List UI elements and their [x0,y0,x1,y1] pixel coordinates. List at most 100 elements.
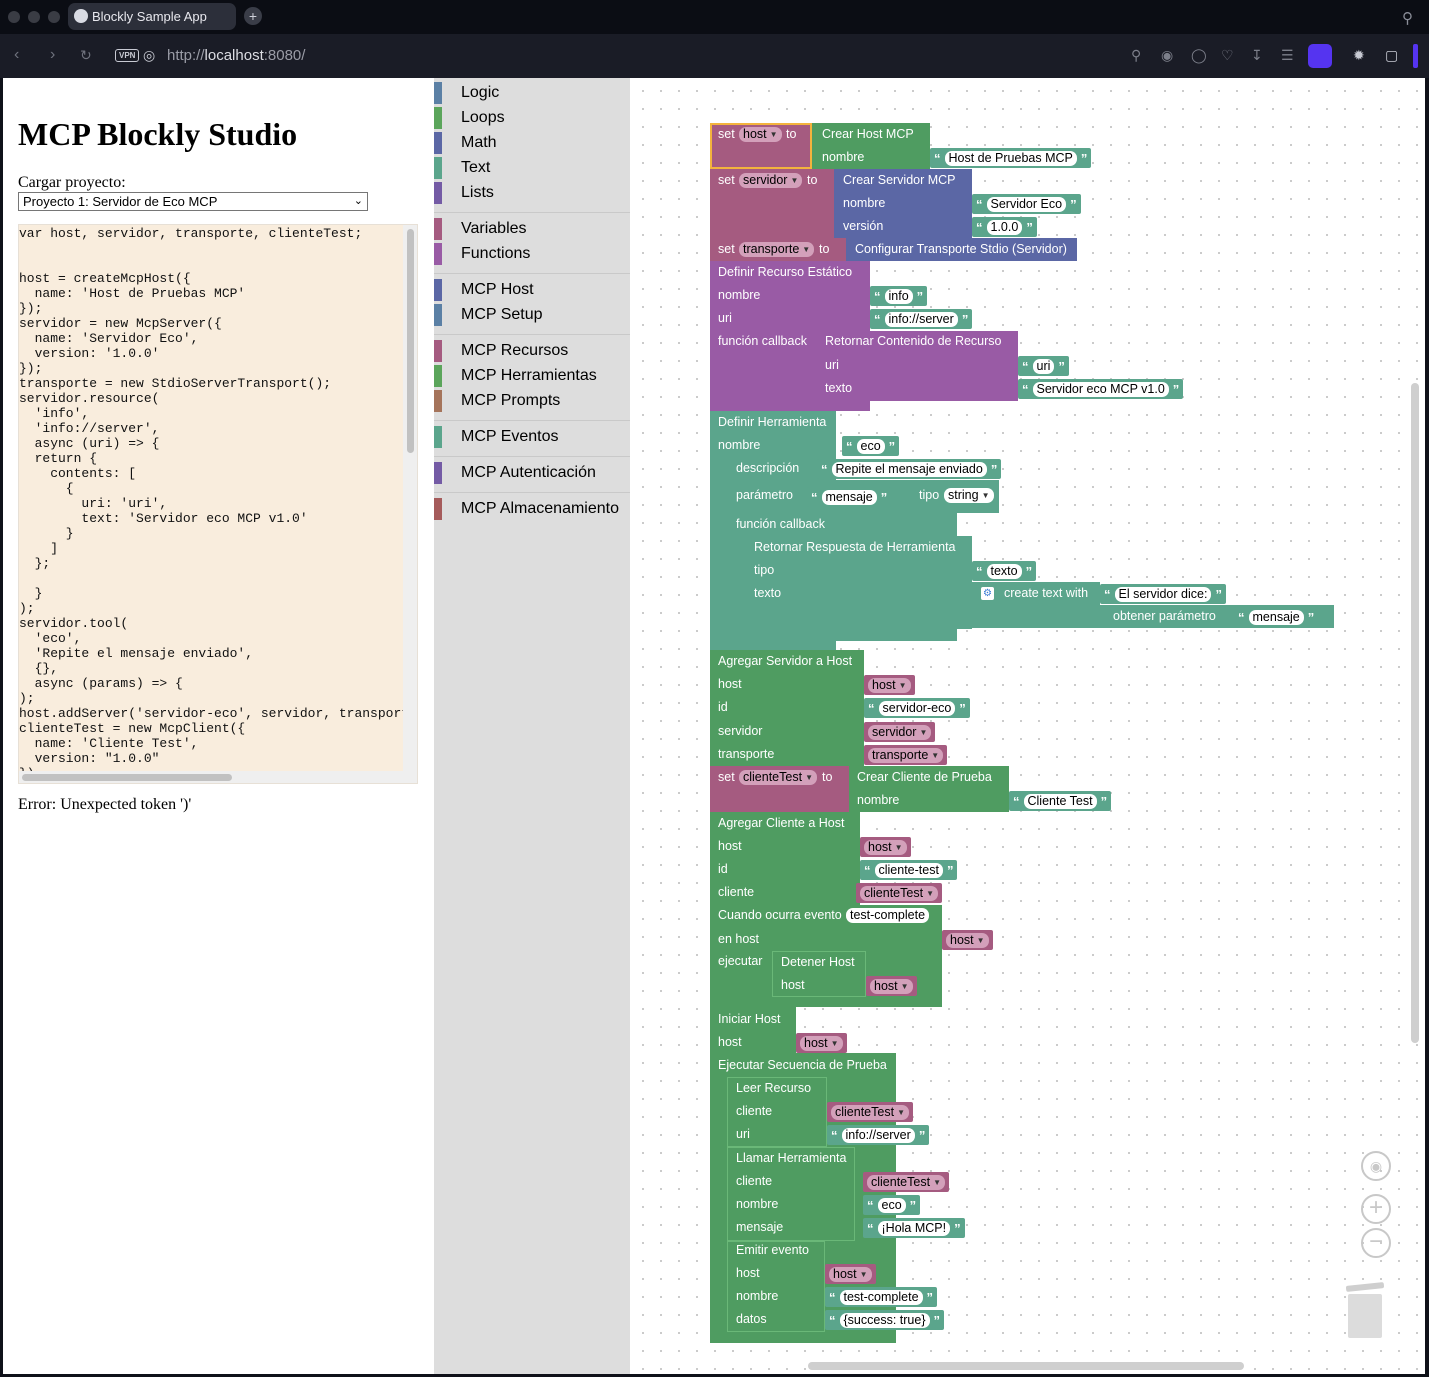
reload-icon[interactable]: ↻ [80,47,92,63]
text-literal-value[interactable]: 1.0.0 [986,219,1023,235]
text-literal-value[interactable]: servidor-eco [878,700,956,716]
variable-get-block[interactable]: clienteTest▼ [827,1102,913,1122]
toolbox-category-mcp-autenticaci-n[interactable]: MCP Autenticación [434,462,630,484]
toolbox-category-mcp-setup[interactable]: MCP Setup [434,304,630,326]
param-type-dropdown[interactable]: string▼ [944,488,994,503]
variable-get-block[interactable]: host▼ [942,930,993,950]
variable-dropdown[interactable]: host▼ [864,839,907,855]
camera-icon[interactable]: ◉ [1161,47,1174,63]
resource-name-literal[interactable]: “info” [870,286,928,306]
site-info-icon[interactable]: ◎ [143,47,156,63]
extension-icon[interactable]: ✹ [1353,47,1365,63]
toolbox-category-logic[interactable]: Logic [434,82,630,104]
emitir-evento-block[interactable] [727,1241,825,1332]
variable-get-block[interactable]: clienteTest▼ [856,883,942,903]
url-field[interactable]: http://localhost:8080/ [167,47,305,64]
response-type-literal[interactable]: “texto” [972,561,1037,581]
code-vertical-scrollbar[interactable] [407,229,414,453]
text-literal-value[interactable]: texto [986,563,1022,579]
crear-host-block[interactable] [812,123,930,146]
variable-get-block[interactable]: host▼ [860,837,911,857]
text-literal-value[interactable]: ¡Hola MCP! [877,1220,951,1236]
obtener-param-literal[interactable]: “mensaje” [1234,607,1319,627]
code-horizontal-scrollbar[interactable] [22,774,232,781]
variable-dropdown[interactable]: host▼ [870,978,913,994]
variable-get-block[interactable]: transporte▼ [864,745,948,765]
text-literal-value[interactable]: test-complete [839,1289,923,1305]
call-tool-literal[interactable]: “eco” [863,1195,921,1215]
variable-get-block[interactable]: clienteTest▼ [863,1172,949,1192]
param-name-literal[interactable]: “mensaje” [807,487,892,507]
toolbox-category-math[interactable]: Math [434,132,630,154]
set-host-variable[interactable]: host▼ [739,127,782,142]
variable-dropdown[interactable]: host▼ [946,932,989,948]
agregar-cliente-block[interactable] [710,812,860,905]
search-icon[interactable]: ⚲ [1402,10,1413,27]
cuando-evento-bottom[interactable] [710,998,942,1007]
emit-name-literal[interactable]: “test-complete” [825,1287,938,1307]
cube-icon[interactable]: ▢ [1385,47,1399,63]
text-literal-value[interactable]: Host de Pruebas MCP [944,150,1077,166]
text-literal-value[interactable]: Servidor eco MCP v1.0 [1032,381,1169,397]
text-literal-value[interactable]: El servidor dice: [1114,586,1212,602]
toolbox-category-variables[interactable]: Variables [434,218,630,240]
browser-tab[interactable]: Blockly Sample App [68,3,236,30]
servidor-name-literal[interactable]: “Servidor Eco” [972,194,1081,214]
crear-cliente-block[interactable] [849,766,1009,812]
text-literal-value[interactable]: mensaje [1248,609,1304,625]
project-select[interactable]: Proyecto 1: Servidor de Eco MCP ⌄ [18,192,368,211]
retornar-herramienta-block[interactable] [745,536,972,629]
text-literal-value[interactable]: Repite el mensaje enviado [831,461,987,477]
variable-get-block[interactable]: host▼ [796,1033,847,1053]
toolbox-category-functions[interactable]: Functions [434,243,630,265]
vpn-badge[interactable]: VPN [115,49,140,62]
llamar-herramienta-block[interactable] [727,1147,855,1241]
toolbox-category-mcp-eventos[interactable]: MCP Eventos [434,426,630,448]
emit-data-literal[interactable]: “{success: true}” [825,1310,944,1330]
crear-servidor-block[interactable] [834,169,972,238]
text-literal-value[interactable]: info [884,288,913,304]
text-literal-value[interactable]: eco [856,438,885,454]
gear-icon[interactable]: ⚙ [981,587,994,600]
toolbox-category-lists[interactable]: Lists [434,182,630,204]
descripcion-literal[interactable]: “Repite el mensaje enviado” [817,459,1002,479]
variable-dropdown[interactable]: clienteTest▼ [860,885,938,901]
resource-uri-literal[interactable]: “info://server” [870,309,973,329]
recenter-icon[interactable]: ◉ [1361,1151,1391,1181]
version-literal[interactable]: “1.0.0” [972,217,1037,237]
client-name-literal[interactable]: “Cliente Test” [1009,791,1112,811]
workspace-horizontal-scrollbar[interactable] [808,1362,1244,1370]
variable-dropdown[interactable]: transporte▼ [868,747,944,763]
client-id-literal[interactable]: “cliente-test” [860,860,958,880]
toolbox-category-text[interactable]: Text [434,157,630,179]
window-maximize-button[interactable] [48,11,60,23]
server-id-literal[interactable]: “servidor-eco” [864,698,970,718]
variable-get-block[interactable]: host▼ [864,675,915,695]
variable-dropdown[interactable]: host▼ [868,677,911,693]
toolbox-category-mcp-prompts[interactable]: MCP Prompts [434,390,630,412]
variable-get-block[interactable]: servidor▼ [864,722,936,742]
text-literal-value[interactable]: {success: true} [839,1312,930,1328]
set-clientetest-variable[interactable]: clienteTest▼ [739,770,817,785]
shield-icon[interactable]: ◯ [1191,47,1207,63]
variable-dropdown[interactable]: host▼ [800,1035,843,1051]
menu-icon[interactable]: ☰ [1281,47,1294,63]
crear-host-block-body[interactable] [812,146,930,169]
profile-icon[interactable] [1308,44,1332,68]
window-minimize-button[interactable] [28,11,40,23]
set-servidor-variable[interactable]: servidor▼ [739,173,803,188]
variable-dropdown[interactable]: clienteTest▼ [867,1174,945,1190]
contenido-uri-literal[interactable]: “uri” [1018,356,1069,376]
variable-get-block[interactable]: host▼ [866,976,917,996]
trash-icon[interactable] [1345,1282,1385,1338]
variable-get-block[interactable]: host▼ [825,1264,876,1284]
agregar-servidor-block[interactable] [710,650,864,766]
leer-recurso-block[interactable] [727,1077,827,1147]
text-literal-value[interactable]: mensaje [821,489,877,505]
text-literal-value[interactable]: Cliente Test [1023,793,1097,809]
text-literal-value[interactable]: cliente-test [874,862,943,878]
text-literal-value[interactable]: uri [1032,358,1055,374]
text-literal-value[interactable]: info://server [841,1127,915,1143]
text-join-literal[interactable]: “El servidor dice: ” [1100,584,1226,604]
